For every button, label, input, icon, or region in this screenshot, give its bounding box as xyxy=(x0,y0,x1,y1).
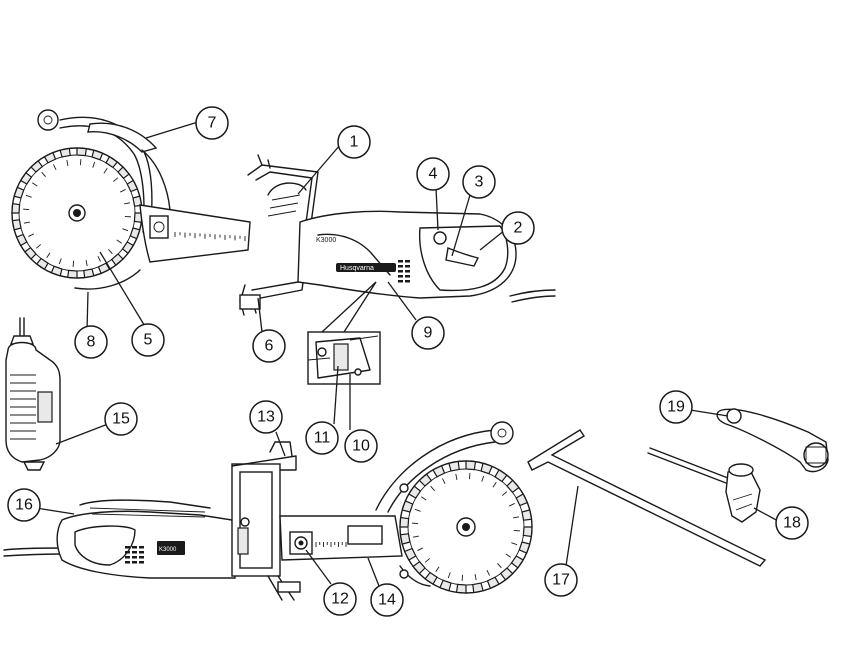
svg-text:14: 14 xyxy=(378,592,396,609)
callout-12: 12 xyxy=(323,582,357,616)
leader-lines xyxy=(35,121,781,587)
diamond-blade xyxy=(11,147,143,279)
svg-text:13: 13 xyxy=(257,409,275,426)
svg-text:11: 11 xyxy=(314,430,331,447)
detail-inset xyxy=(307,281,381,385)
svg-text:K3000: K3000 xyxy=(159,547,177,553)
callout-18: 18 xyxy=(775,506,809,540)
water-tank xyxy=(5,317,61,471)
callout-9: 9 xyxy=(411,316,445,350)
svg-text:5: 5 xyxy=(144,332,153,349)
svg-text:15: 15 xyxy=(112,411,130,428)
svg-text:7: 7 xyxy=(208,115,217,132)
callout-17: 17 xyxy=(544,563,578,597)
callout-3: 3 xyxy=(462,165,496,199)
callout-14: 14 xyxy=(370,583,404,617)
power-cutter-right-view: K3000 xyxy=(3,421,533,601)
svg-text:16: 16 xyxy=(15,497,33,514)
callouts: 1 2 3 4 5 6 7 8 9 10 11 12 13 14 15 16 1… xyxy=(7,106,809,617)
husqvarna-logo-top: Husqvarna xyxy=(336,263,396,272)
svg-text:3: 3 xyxy=(475,174,484,191)
diamond-blade-bottom xyxy=(399,460,533,594)
callout-16: 16 xyxy=(7,488,41,522)
svg-text:1: 1 xyxy=(350,134,359,151)
svg-text:10: 10 xyxy=(352,438,370,455)
callout-6: 6 xyxy=(252,329,286,363)
callout-19: 19 xyxy=(659,390,693,424)
callout-1: 1 xyxy=(337,125,371,159)
svg-text:Husqvarna: Husqvarna xyxy=(340,265,374,272)
callout-13: 13 xyxy=(249,400,283,434)
svg-text:2: 2 xyxy=(514,220,523,237)
hook-tool xyxy=(527,429,767,567)
model-plate-bottom: K3000 xyxy=(157,541,185,555)
callout-15: 15 xyxy=(104,402,138,436)
callout-7: 7 xyxy=(195,106,229,140)
callout-11: 11 xyxy=(305,421,339,455)
callout-4: 4 xyxy=(416,157,450,191)
model-text-top: K3000 xyxy=(316,237,336,244)
svg-text:9: 9 xyxy=(424,325,433,342)
combination-spanner xyxy=(716,408,829,473)
callout-8: 8 xyxy=(74,325,108,359)
guard-handle-knob xyxy=(37,109,59,131)
svg-text:17: 17 xyxy=(552,572,570,589)
callout-5: 5 xyxy=(131,323,165,357)
svg-text:18: 18 xyxy=(783,515,801,532)
svg-text:4: 4 xyxy=(429,166,438,183)
socket-wrench xyxy=(647,447,761,523)
svg-text:12: 12 xyxy=(331,591,349,608)
power-cutter-left-view: K3000 Husqvarna xyxy=(11,109,556,316)
svg-text:19: 19 xyxy=(667,399,685,416)
callout-2: 2 xyxy=(501,211,535,245)
svg-text:8: 8 xyxy=(87,334,96,351)
callout-10: 10 xyxy=(344,429,378,463)
svg-text:6: 6 xyxy=(265,338,274,355)
